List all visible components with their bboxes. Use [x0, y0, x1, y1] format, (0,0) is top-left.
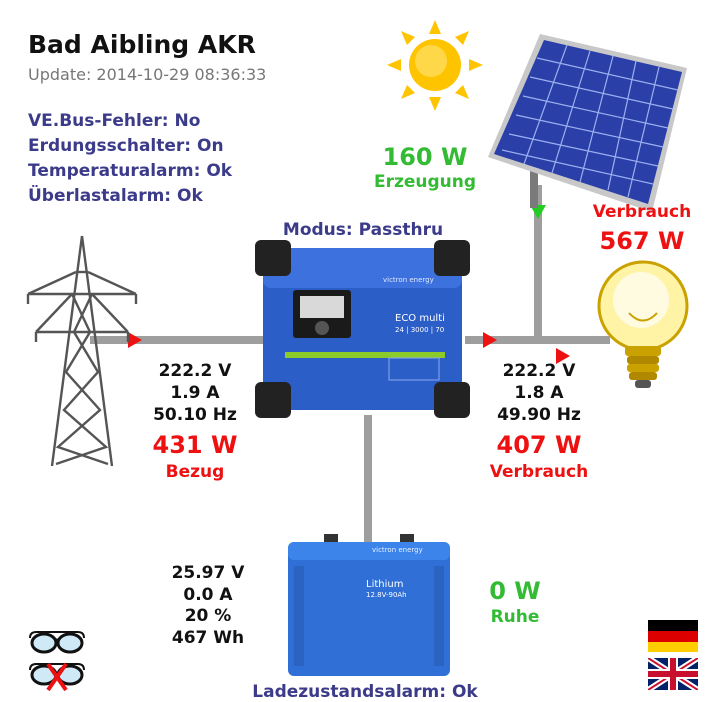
german-flag-icon[interactable] — [648, 620, 698, 652]
inverter-device: victron energy ECO multi 24 | 3000 | 70 — [255, 240, 470, 418]
inverter-model: ECO multi — [395, 313, 445, 324]
status-ground-switch: Erdungsschalter: On — [28, 136, 224, 156]
ac-out-label: Verbrauch — [489, 462, 589, 482]
power-pylon-icon — [26, 235, 138, 467]
inverter-body-icon — [255, 240, 470, 418]
battery-model-spec: 12.8V-90Ah — [366, 591, 407, 599]
ac-out-current: 1.8 A — [514, 383, 564, 403]
inverter-mode: Modus: Passthru — [282, 220, 444, 240]
sun-icon — [387, 20, 483, 111]
pv-label: Erzeugung — [373, 172, 477, 192]
battery-power: 0 W — [489, 577, 541, 605]
glasses-off-icon[interactable] — [28, 660, 86, 694]
pv-line — [534, 185, 542, 340]
battery-alarm: Ladezustandsalarm: Ok — [252, 682, 478, 702]
battery-line — [364, 415, 372, 545]
status-overload-alarm: Überlastalarm: Ok — [28, 186, 203, 206]
battery-current: 0.0 A — [183, 585, 233, 605]
battery-soc: 20 % — [184, 606, 232, 626]
inverter-model-spec: 24 | 3000 | 70 — [395, 326, 445, 334]
light-bulb-icon — [597, 260, 689, 388]
ac-out-frequency: 49.90 Hz — [497, 405, 581, 425]
battery-device: victron energy Lithium 12.8V-90Ah — [284, 530, 454, 680]
consumption-label: Verbrauch — [592, 202, 692, 222]
consumption-power: 567 W — [599, 227, 685, 255]
grid-line — [90, 336, 265, 344]
grid-label: Bezug — [165, 462, 225, 482]
battery-model: Lithium — [366, 579, 404, 590]
pv-power: 160 W — [382, 143, 468, 171]
ac-out-voltage: 222.2 V — [502, 361, 576, 381]
battery-brand: victron energy — [372, 546, 423, 554]
grid-power: 431 W — [152, 431, 238, 459]
grid-frequency: 50.10 Hz — [153, 405, 237, 425]
ac-out-line — [465, 336, 610, 344]
uk-flag-icon[interactable] — [648, 658, 698, 690]
grid-flow-arrow — [128, 332, 142, 348]
grid-current: 1.9 A — [170, 383, 220, 403]
inverter-brand: victron energy — [383, 276, 434, 284]
battery-state: Ruhe — [490, 607, 540, 627]
load-flow-arrow — [556, 348, 570, 364]
page-title: Bad Aibling AKR — [28, 30, 256, 59]
grid-voltage: 222.2 V — [158, 361, 232, 381]
solar-panel-icon — [488, 34, 687, 212]
battery-voltage: 25.97 V — [171, 563, 245, 583]
pv-flow-arrow — [530, 205, 546, 219]
ac-out-flow-arrow — [483, 332, 497, 348]
ac-out-power: 407 W — [496, 431, 582, 459]
battery-body-icon — [288, 534, 450, 676]
battery-energy: 467 Wh — [171, 628, 245, 648]
status-temperature-alarm: Temperaturalarm: Ok — [28, 161, 233, 181]
glasses-icon[interactable] — [28, 628, 86, 656]
status-vebus-error: VE.Bus-Fehler: No — [28, 111, 201, 131]
update-timestamp: Update: 2014-10-29 08:36:33 — [28, 65, 267, 84]
